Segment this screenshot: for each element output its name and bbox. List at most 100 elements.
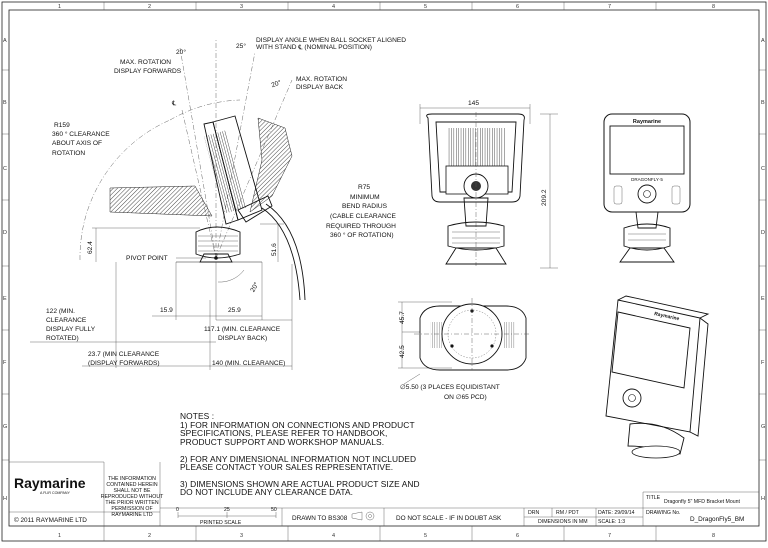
drawn-by-label: DRN [528,510,539,516]
grid-col-label: 8 [712,4,715,10]
grid-row-label: A [761,38,765,44]
grid-col-label: 3 [240,4,243,10]
base-view: 45.7 42.5 ∅5.50 (3 PLACES EQUIDISTANT ON… [398,298,530,401]
notes-heading: NOTES : [180,411,214,421]
drawing-number-label: DRAWING No. [646,510,680,516]
r159-label: R159 [54,122,70,129]
scale-tick-label: 25 [224,507,230,513]
grid-col-label: 4 [332,4,335,10]
mounting-holes-label: ON ∅65 PCD) [444,394,487,401]
grid-col-label: 3 [240,533,243,539]
max-rotation-back-label: MAX. ROTATION [296,76,347,83]
cable-outer [265,203,306,301]
grid-col-label: 2 [148,533,151,539]
scale-tick-label: 50 [271,507,277,513]
r75-label: MINIMUM [350,194,380,201]
legal-notice: THE INFORMATION [108,476,156,482]
r159-clearance-arc [79,119,171,261]
grid-col-label: 2 [148,4,151,10]
r159-clearance-arc-upper [169,99,241,121]
dimension-label: 15.9 [160,307,173,314]
grid-col-label: 1 [58,4,61,10]
grid-row-label: F [3,360,7,366]
grid-row-label: B [761,100,765,106]
angle-label: 20° [270,78,282,89]
legal-notice: THE PRIOR WRITTEN [105,500,159,506]
r75-label: 360 ° OF ROTATION) [330,231,394,239]
legal-notice: CONTAINED HEREIN [106,482,157,488]
grid-row-label: F [761,360,765,366]
dimension-label: 25.9 [228,307,241,314]
cable [261,207,301,301]
title-label: TITLE [646,495,661,501]
grid-row-label: G [761,424,765,430]
side-view: 25° 20° MAX. ROTATION DISPLAY FORWARDS D… [30,37,406,370]
clearance-122-label: 122 (MIN. [46,308,75,315]
r75-label: BEND RADIUS [342,203,388,210]
grid-col-label: 7 [608,533,611,539]
copyright: © 2011 RAYMARINE LTD [14,516,87,524]
grid-col-label: 6 [516,4,519,10]
grid-col-label: 8 [712,533,715,539]
printed-scale-bar: 0 25 50 PRINTED SCALE [176,507,277,526]
legal-notice: REPRODUCED WITHOUT [101,494,164,500]
display-angle-label: DISPLAY ANGLE WHEN BALL SOCKET ALIGNED [256,37,406,44]
grid-row-label: D [3,230,7,236]
drawn-to-standard: DRAWN TO BS308 [292,515,348,522]
isometric-view: Raymarine [605,295,710,459]
display-side-profile [203,115,273,225]
angle-label: 20° [176,48,186,56]
width-dimension: 145 [468,100,479,107]
grid-row-label: C [761,166,765,172]
back-clearance-silhouette [249,117,293,213]
dimension-label: 51.6 [271,243,278,256]
max-rotation-back-label: DISPLAY BACK [296,84,344,91]
grid-row-label: E [3,296,7,302]
max-rotation-forward-label: MAX. ROTATION [120,59,171,66]
pivot-stand [176,226,262,263]
r75-label: (CABLE CLEARANCE [330,213,397,220]
grid-row-label: D [761,230,765,236]
raymarine-logo: Raymarine [14,475,86,491]
note-line: PLEASE CONTACT YOUR SALES REPRESENTATIVE… [180,462,393,472]
grid-row-label: C [3,166,7,172]
front-view: Raymarine DRAGONFLY·5 [603,113,691,263]
projection-symbol [351,511,375,521]
dimension-label: 45.7 [399,311,406,324]
clearance-23-label: 23.7 (MIN CLEARANCE [88,351,160,358]
device-brand-label: Raymarine [633,119,661,125]
rear-view: 145 209.2 [419,100,558,269]
legal-notice: PERMISSION OF [111,506,152,512]
r159-label: ABOUT AXIS OF [52,140,102,147]
title-block: Raymarine A FLIR COMPANY THE INFORMATION… [9,461,759,526]
do-not-scale-warning: DO NOT SCALE - IF IN DOUBT ASK [396,515,502,522]
grid-col-label: 5 [424,533,427,539]
mounting-holes-label: ∅5.50 (3 PLACES EQUIDISTANT [400,384,500,391]
grid-row-label: B [3,100,7,106]
drawn-by-value: RM / PDT [556,510,580,516]
device-model-label: DRAGONFLY·5 [631,177,663,182]
grid-row-label: A [3,38,7,44]
height-dimension: 209.2 [541,189,548,206]
grid-col-label: 4 [332,533,335,539]
grid-row-label: H [761,496,765,502]
grid-row-label: E [761,296,765,302]
scale-tick-label: 0 [176,507,179,513]
grid-col-label: 1 [58,533,61,539]
forward-rotation-line [179,47,217,259]
clearance-117-label: 117.1 (MIN. CLEARANCE [204,326,281,333]
legal-notice: RAYMARINE LTD [111,512,153,518]
grid-col-label: 5 [424,4,427,10]
dimension-label: 42.5 [399,345,406,358]
device-brand-label: Raymarine [654,311,680,322]
centerline-symbol: ℄ [171,100,177,107]
angle-label: 25° [236,42,246,50]
legal-notice: SHALL NOT BE [114,488,151,494]
max-rotation-forward-label: DISPLAY FORWARDS [114,68,182,75]
forward-clearance-silhouette [109,185,213,217]
scale-field: SCALE: 1:3 [598,519,625,525]
drawing-number: D_DragonFly5_BM [690,516,744,523]
r75-label: REQUIRED THROUGH [326,223,396,230]
nominal-angle-line [215,51,256,259]
